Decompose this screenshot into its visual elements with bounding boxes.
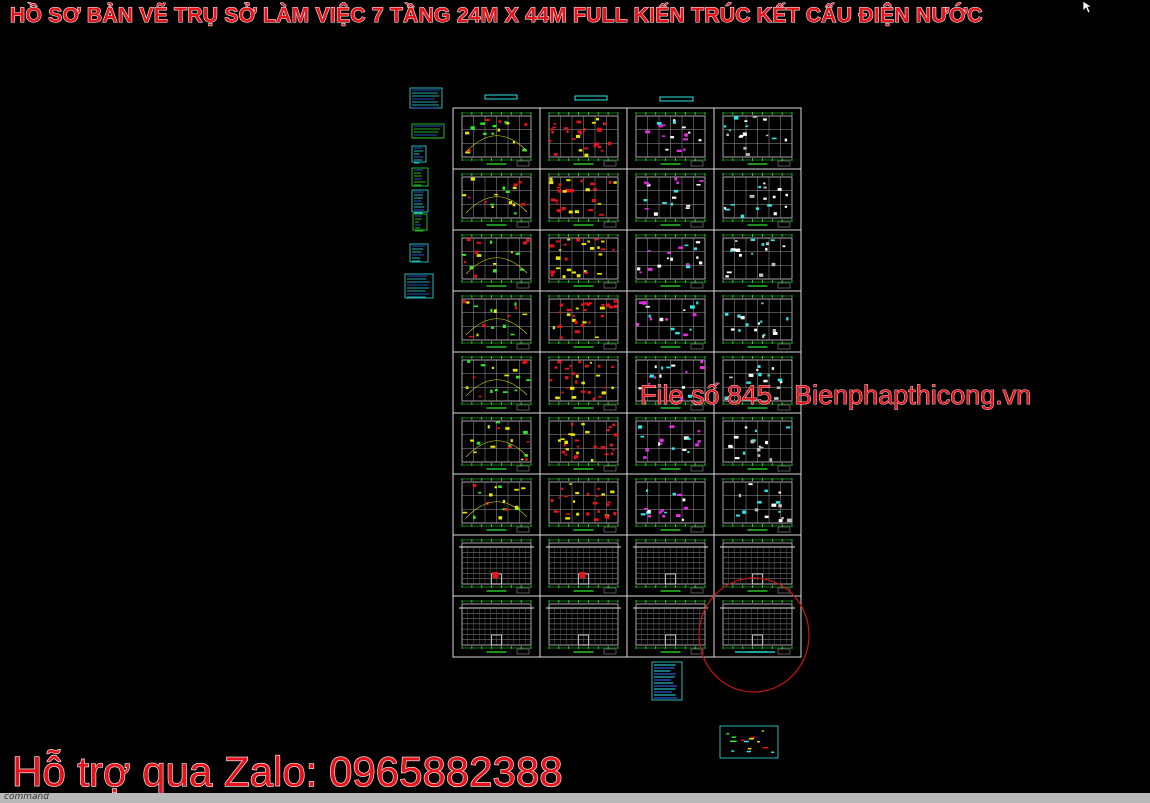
- drawing-sheet[interactable]: [459, 600, 534, 655]
- drawing-sheet[interactable]: [548, 234, 619, 289]
- drawing-sheet[interactable]: [548, 112, 619, 167]
- drawing-sheet[interactable]: [722, 478, 793, 533]
- drawing-sheet[interactable]: [548, 356, 619, 411]
- drawing-sheet[interactable]: [635, 234, 706, 289]
- file-number: File số 845: [640, 380, 773, 411]
- video-title: HỒ SƠ BẢN VẼ TRỤ SỞ LÀM VIỆC 7 TẦNG 24M …: [10, 4, 983, 28]
- selection-circle: [698, 577, 810, 693]
- drawing-sheet[interactable]: [635, 295, 706, 350]
- side-legend-blocks: [404, 87, 445, 299]
- legend-block: [412, 213, 428, 232]
- drawing-sheet[interactable]: [722, 173, 793, 228]
- drawing-sheet[interactable]: [720, 539, 795, 594]
- legend-block: [411, 123, 445, 139]
- legend-block: [411, 145, 427, 164]
- drawing-sheet[interactable]: [633, 539, 708, 594]
- drawing-sheet[interactable]: [548, 295, 619, 350]
- drawing-sheet[interactable]: [635, 417, 706, 472]
- drawing-sheet[interactable]: [635, 356, 706, 411]
- drawing-sheet[interactable]: [635, 173, 706, 228]
- drawing-sheet[interactable]: [461, 234, 532, 289]
- highlight-circle: [698, 577, 810, 693]
- bottom-detail-blocks: [651, 661, 779, 759]
- column-header-strip: [574, 95, 608, 101]
- legend-block: [409, 243, 429, 263]
- drawing-sheet[interactable]: [635, 112, 706, 167]
- drawing-sheet[interactable]: [546, 600, 621, 655]
- drawing-sheet[interactable]: [461, 112, 532, 167]
- legend-block: [411, 189, 429, 214]
- legend-block: [409, 87, 443, 109]
- drawing-sheet[interactable]: [548, 173, 619, 228]
- drawing-sheet[interactable]: [633, 600, 708, 655]
- website-label: Bienphapthicong.vn: [794, 380, 1032, 411]
- drawing-sheet[interactable]: [461, 173, 532, 228]
- drawing-sheet[interactable]: [459, 539, 534, 594]
- drawing-sheet[interactable]: [722, 356, 793, 411]
- command-line[interactable]: command: [0, 793, 1150, 803]
- drawing-sheet[interactable]: [722, 112, 793, 167]
- drawing-sheet[interactable]: [722, 295, 793, 350]
- drawing-sheet[interactable]: [635, 478, 706, 533]
- drawing-sheet[interactable]: [461, 356, 532, 411]
- mouse-cursor-icon: [1082, 0, 1094, 14]
- column-header-strip: [484, 94, 518, 100]
- detail-block: [719, 725, 779, 759]
- drawing-sheet[interactable]: [461, 295, 532, 350]
- support-banner: Hỗ trợ qua Zalo: 0965882388: [11, 747, 563, 795]
- column-header-strip: [659, 96, 694, 102]
- drawing-sheet[interactable]: [548, 417, 619, 472]
- drawing-sheet[interactable]: [546, 539, 621, 594]
- detail-block: [651, 661, 683, 701]
- file-label: File số 845 Bienphapthicong.vn: [640, 380, 1032, 411]
- drawing-sheet[interactable]: [548, 478, 619, 533]
- legend-block: [404, 273, 434, 299]
- drawing-sheet[interactable]: [461, 417, 532, 472]
- drawing-sheet[interactable]: [722, 234, 793, 289]
- drawing-sheet[interactable]: [722, 417, 793, 472]
- drawing-sheet[interactable]: [720, 600, 795, 655]
- drawing-sheet[interactable]: [461, 478, 532, 533]
- command-prompt[interactable]: command: [4, 793, 49, 802]
- sheet-layout: [452, 94, 802, 658]
- legend-block: [411, 167, 429, 187]
